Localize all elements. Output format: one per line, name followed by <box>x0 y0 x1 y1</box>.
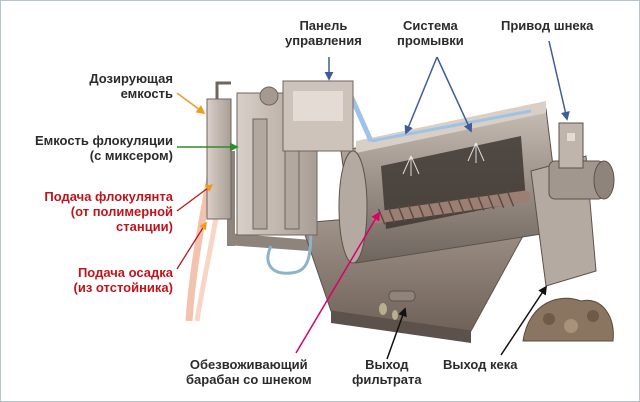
label-sludge-feed-line2: (из отстойника) <box>73 280 173 295</box>
label-dosing-tank-line1: Дозирующая <box>89 71 173 86</box>
label-dewatering-drum-line2: барабан со шнеком <box>186 372 312 387</box>
label-dewatering-drum: Обезвоживающий барабан со шнеком <box>186 357 312 387</box>
label-flocculation-tank-line1: Емкость флокуляции <box>34 133 173 148</box>
label-flocculation-tank: Емкость флокуляции (с миксером) <box>35 133 173 163</box>
label-flocculant-feed-line3: станции) <box>116 219 173 234</box>
label-filtrate-outlet-line1: Выход <box>365 357 409 372</box>
label-wash-system-line1: Система <box>403 18 458 33</box>
label-filtrate-outlet: Выход фильтрата <box>352 357 422 387</box>
label-wash-system-line2: промывки <box>397 33 464 48</box>
label-cake-outlet: Выход кека <box>443 357 518 372</box>
label-screw-drive: Привод шнека <box>501 18 593 33</box>
control-panel-box <box>282 80 354 152</box>
label-dosing-tank-line2: емкость <box>120 86 173 101</box>
label-control-panel-line1: Панель <box>299 18 348 33</box>
label-screw-drive-line1: Привод шнека <box>501 18 594 33</box>
label-sludge-feed: Подача осадка (из отстойника) <box>74 265 173 295</box>
leader-arrows <box>176 40 570 360</box>
label-cake-outlet-line1: Выход кека <box>443 357 518 372</box>
label-dewatering-drum-line1: Обезвоживающий <box>189 357 308 372</box>
label-flocculant-feed-line1: Подача флокулянта <box>44 189 173 204</box>
filtrate-outlet <box>379 290 416 320</box>
label-dosing-tank: Дозирующая емкость <box>89 71 173 101</box>
label-control-panel-line2: управления <box>285 33 362 48</box>
drive-unit <box>530 122 615 287</box>
label-filtrate-outlet-line2: фильтрата <box>352 372 422 387</box>
label-flocculant-feed: Подача флокулянта (от полимерной станции… <box>44 189 173 234</box>
label-flocculant-feed-line2: (от полимерной <box>70 204 173 219</box>
label-control-panel: Панель управления <box>285 18 362 48</box>
label-sludge-feed-line1: Подача осадка <box>77 265 173 280</box>
label-flocculation-tank-line2: (с миксером) <box>89 148 173 163</box>
label-wash-system: Система промывки <box>397 18 464 48</box>
cake-pile <box>522 297 614 342</box>
